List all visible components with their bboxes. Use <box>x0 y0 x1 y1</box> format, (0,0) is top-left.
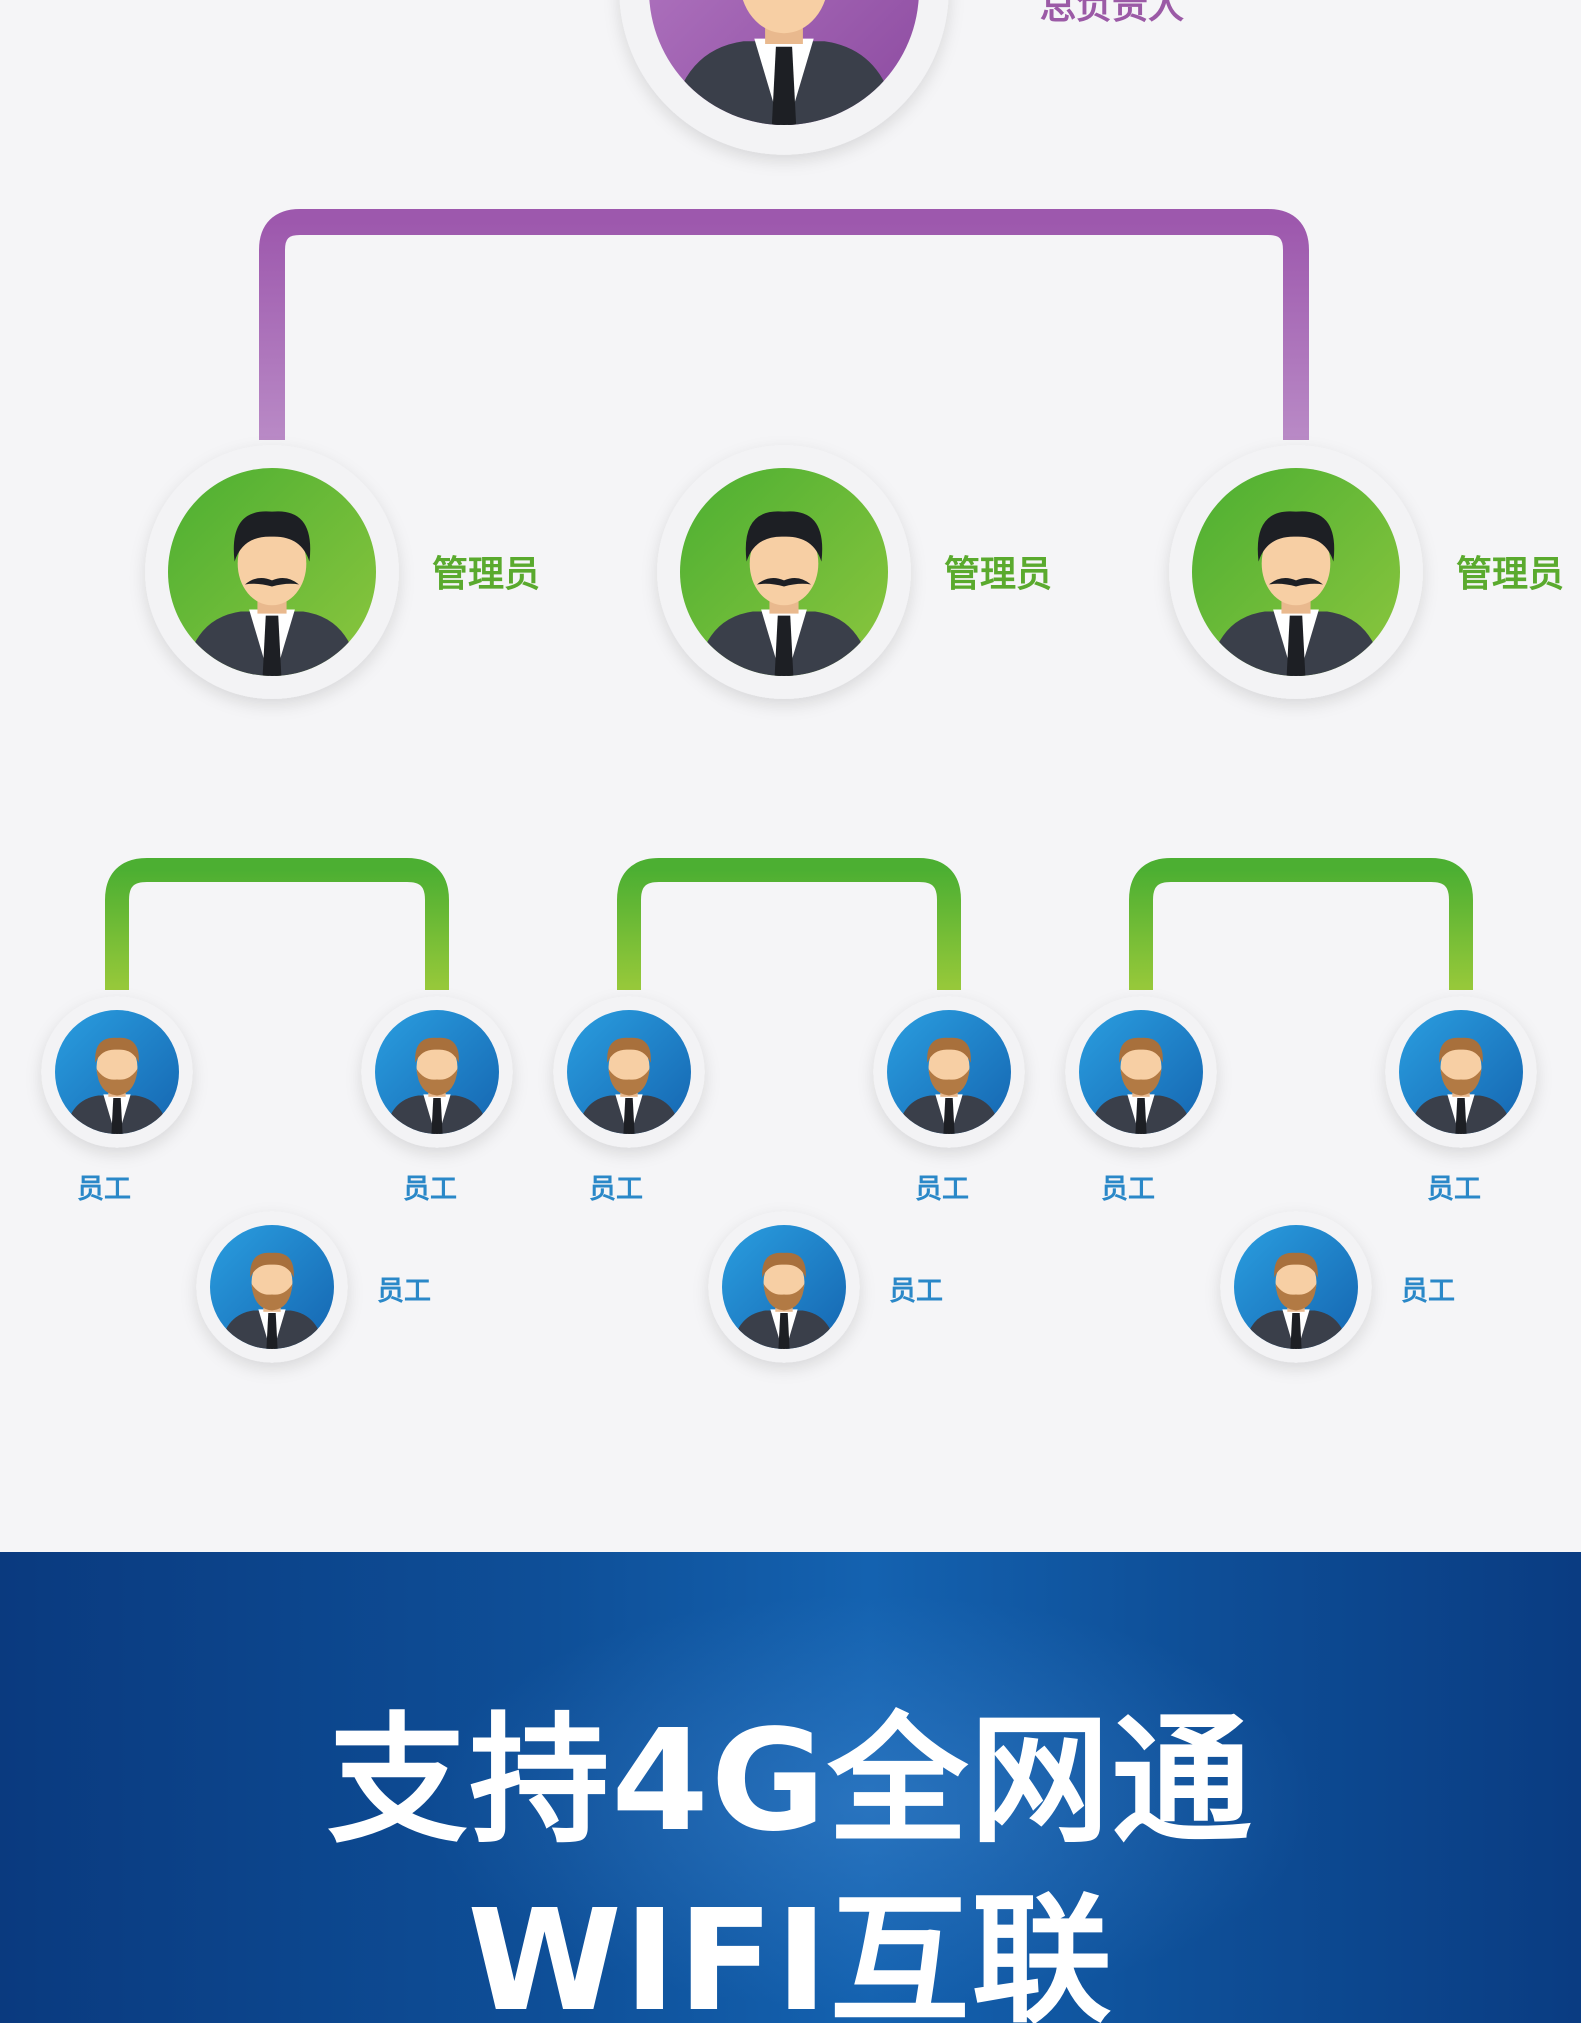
person-avatar <box>708 1211 860 1363</box>
top-manager-label: 总负责人 <box>1040 0 1184 27</box>
person-avatar <box>196 1211 348 1363</box>
tie-icon <box>111 1098 123 1134</box>
hair-icon <box>607 1037 651 1063</box>
face-icon <box>739 0 829 34</box>
face-icon <box>1261 522 1331 606</box>
person-avatar <box>41 996 193 1148</box>
admin-label: 管理员 <box>1456 554 1564 595</box>
person-avatar <box>1169 445 1423 699</box>
person-avatar <box>145 445 399 699</box>
staff-label: 员工 <box>589 1174 643 1205</box>
hair-icon <box>927 1037 971 1063</box>
person-avatar <box>1065 996 1217 1148</box>
person-avatar <box>553 996 705 1148</box>
staff-label: 员工 <box>1401 1276 1455 1307</box>
tie-icon <box>1135 1098 1147 1134</box>
tie-icon <box>771 46 797 125</box>
staff-label: 员工 <box>403 1174 457 1205</box>
feature-banner: 支持4G全网通 WIFI互联 <box>0 1552 1581 2023</box>
staff-label: 员工 <box>915 1174 969 1205</box>
tie-icon <box>774 615 794 676</box>
banner-glow <box>420 1592 1320 2012</box>
connector-admin-branch <box>105 858 449 990</box>
banner-headline-line-2: WIFI互联 <box>467 1880 1114 2023</box>
hair-icon <box>1274 1252 1318 1278</box>
tie-icon <box>778 1313 790 1349</box>
hair-icon <box>233 511 311 562</box>
tie-icon <box>1455 1098 1467 1134</box>
hair-icon <box>250 1252 294 1278</box>
person-avatar <box>657 445 911 699</box>
connector-top-branch <box>259 209 1309 440</box>
hair-icon <box>95 1037 139 1063</box>
tie-icon <box>943 1098 955 1134</box>
beard-icon <box>1120 1068 1162 1096</box>
beard-icon <box>928 1068 970 1096</box>
tie-icon <box>623 1098 635 1134</box>
hair-icon <box>745 511 823 562</box>
staff-label: 员工 <box>77 1174 131 1205</box>
hair-icon <box>762 1252 806 1278</box>
person-avatar <box>873 996 1025 1148</box>
tie-icon <box>1290 1313 1302 1349</box>
beard-icon <box>96 1068 138 1096</box>
banner-headline-line-1: 支持4G全网通 <box>327 1700 1254 1863</box>
person-avatar <box>1220 1211 1372 1363</box>
face-icon <box>237 522 307 606</box>
staff-label: 员工 <box>889 1276 943 1307</box>
connector-admin-branch <box>1129 858 1473 990</box>
tie-icon <box>266 1313 278 1349</box>
person-avatar <box>1385 996 1537 1148</box>
tie-icon <box>431 1098 443 1134</box>
connector-admin-branch <box>617 858 961 990</box>
hair-icon <box>1257 511 1335 562</box>
person-avatar <box>619 0 949 155</box>
face-icon <box>749 522 819 606</box>
admin-label: 管理员 <box>944 554 1052 595</box>
staff-label: 员工 <box>377 1276 431 1307</box>
beard-icon <box>1275 1283 1317 1311</box>
beard-icon <box>416 1068 458 1096</box>
staff-label: 员工 <box>1427 1174 1481 1205</box>
beard-icon <box>251 1283 293 1311</box>
hair-icon <box>1119 1037 1163 1063</box>
person-avatar <box>361 996 513 1148</box>
staff-label: 员工 <box>1101 1174 1155 1205</box>
mustache-icon <box>756 577 812 587</box>
hair-icon <box>415 1037 459 1063</box>
tie-icon <box>1286 615 1306 676</box>
beard-icon <box>1440 1068 1482 1096</box>
mustache-icon <box>1268 577 1324 587</box>
org-chart: 总负责人管理员管理员管理员员工员工员工员工员工员工员工员工员工 <box>41 0 1564 1363</box>
beard-icon <box>763 1283 805 1311</box>
tie-icon <box>262 615 282 676</box>
hair-icon <box>1439 1037 1483 1063</box>
admin-label: 管理员 <box>432 554 540 595</box>
mustache-icon <box>244 577 300 587</box>
beard-icon <box>608 1068 650 1096</box>
